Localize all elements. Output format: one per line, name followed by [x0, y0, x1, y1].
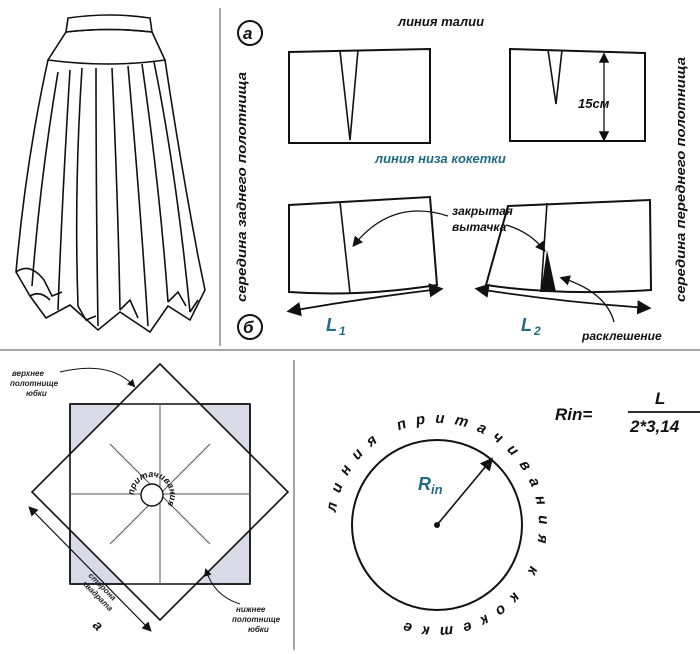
L2-label: L [521, 315, 532, 335]
waist-line-label: линия талии [397, 14, 484, 29]
pattern-pieces-a-b: а б линия талии 15см линия низа кокетки … [234, 14, 688, 343]
formula-lhs: Rin= [555, 405, 592, 424]
formula-denominator: 2*3,14 [629, 417, 680, 436]
closed-dart-line2: вытачка [452, 220, 507, 234]
formula-numerator: L [655, 389, 665, 408]
radius-subscript: in [431, 482, 443, 497]
radius-label: R [418, 474, 431, 494]
lower-panel-line3: юбки [248, 625, 269, 634]
circle-formula: Rin= L 2*3,14 линия притачивания к кокет… [323, 389, 700, 640]
label-a: а [243, 24, 252, 43]
L1-subscript: 1 [339, 324, 346, 338]
square-pattern: притачивания верхнее полотнище юбки нижн… [10, 362, 290, 634]
upper-panel-line3: юбки [26, 389, 47, 398]
front-center-label: середина переднего полотнища [673, 57, 688, 302]
measure-15cm: 15см [578, 96, 610, 111]
upper-panel-line1: верхнее [12, 369, 45, 378]
back-center-label: середина заднего полотнища [234, 72, 249, 302]
label-b: б [243, 318, 254, 337]
flare-label: расклешение [581, 329, 662, 343]
closed-dart-line1: закрытая [452, 204, 513, 218]
panel-dividers [0, 8, 700, 650]
yoke-bottom-line-label: линия низа кокетки [374, 151, 506, 166]
lower-panel-line1: нижнее [236, 605, 266, 614]
skirt-illustration [15, 14, 206, 334]
upper-panel-line2: полотнище [10, 379, 59, 388]
lower-panel-line2: полотнище [232, 615, 281, 624]
side-letter-a: а [90, 617, 107, 634]
L1-label: L [326, 315, 337, 335]
L2-subscript: 2 [533, 324, 541, 338]
